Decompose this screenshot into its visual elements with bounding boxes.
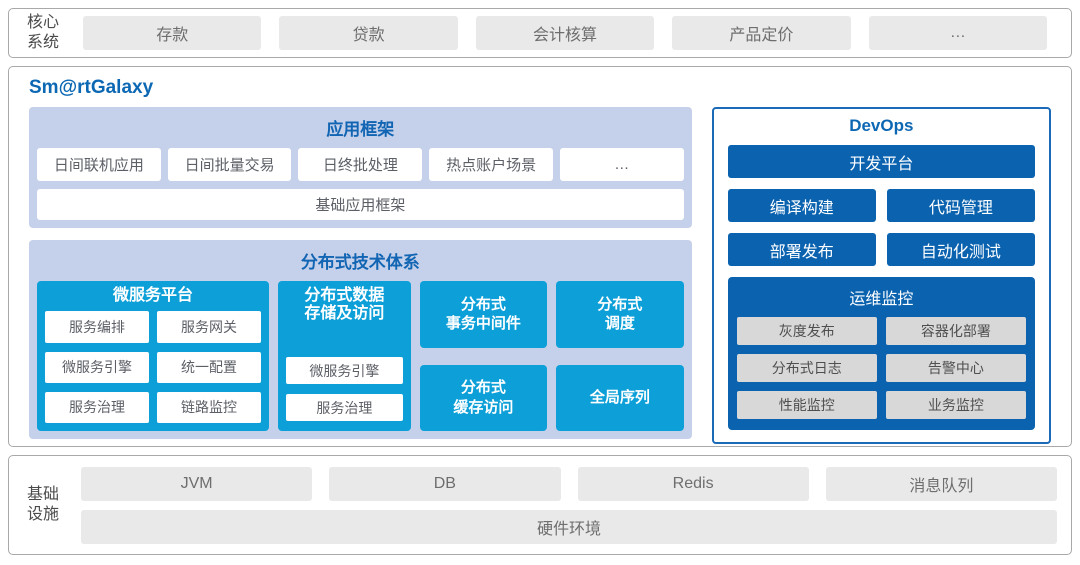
hardware-environment: 硬件环境 (81, 509, 1057, 544)
deploy-release: 部署发布 (727, 233, 876, 266)
platform-content: 应用框架 日间联机应用 日间批量交易 日终批处理 热点账户场景 … 基础应用框架… (19, 107, 1061, 444)
compile-build: 编译构建 (727, 189, 876, 222)
devops-row-2: 部署发布 自动化测试 (727, 233, 1036, 266)
devops-row-1: 编译构建 代码管理 (727, 189, 1036, 222)
ops-monitoring-title: 运维监控 (849, 291, 914, 308)
core-systems-bar: 核心 系统 存款 贷款 会计核算 产品定价 … (8, 8, 1072, 58)
infrastructure-bar: 基础 设施 JVM DB Redis 消息队列 硬件环境 (8, 455, 1072, 555)
service-orchestration: 服务编排 (45, 311, 150, 343)
infra-message-queue: 消息队列 (825, 466, 1057, 501)
storage-microservice-engine: 微服务引擎 (286, 357, 403, 384)
infra-db: DB (329, 466, 561, 501)
ops-monitoring-items: 灰度发布 容器化部署 分布式日志 告警中心 性能监控 业务监控 (736, 317, 1026, 419)
devops-panel: DevOps 开发平台 编译构建 代码管理 部署发布 自动化测试 运维监控 灰度… (711, 107, 1051, 444)
microservice-platform: 微服务平台 服务编排 服务网关 微服务引擎 统一配置 服务治理 链路监控 (37, 281, 270, 431)
distributed-tech-title: 分布式技术体系 (300, 253, 420, 272)
spacer (286, 340, 403, 347)
global-sequence: 全局序列 (556, 364, 684, 431)
core-system-deposits: 存款 (83, 16, 262, 50)
alert-center: 告警中心 (885, 354, 1026, 382)
trace-monitoring: 链路监控 (157, 391, 262, 423)
performance-monitoring: 性能监控 (736, 391, 877, 419)
devops-title: DevOps (849, 116, 914, 135)
containerized-deployment: 容器化部署 (885, 317, 1026, 345)
core-system-accounting: 会计核算 (475, 16, 655, 50)
app-framework-row: 日间联机应用 日间批量交易 日终批处理 热点账户场景 … (37, 148, 684, 181)
distributed-scheduling: 分布式 调度 (556, 281, 684, 348)
storage-service-governance: 服务治理 (286, 394, 403, 421)
base-app-framework: 基础应用框架 (37, 189, 684, 220)
service-governance: 服务治理 (45, 391, 150, 423)
app-daytime-online: 日间联机应用 (37, 148, 161, 181)
distributed-stack-2: 分布式 调度 全局序列 (556, 281, 684, 431)
service-gateway: 服务网关 (157, 311, 262, 343)
microservice-platform-title: 微服务平台 (113, 287, 194, 304)
automated-testing: 自动化测试 (886, 233, 1036, 266)
app-daytime-batch: 日间批量交易 (167, 148, 292, 181)
infrastructure-content: JVM DB Redis 消息队列 硬件环境 (81, 466, 1057, 544)
core-system-more: … (868, 16, 1048, 50)
distributed-logging: 分布式日志 (736, 354, 877, 382)
core-system-loans: 贷款 (279, 16, 458, 50)
code-management: 代码管理 (886, 189, 1036, 222)
dev-platform: 开发平台 (727, 145, 1035, 178)
distributed-transaction-middleware: 分布式 事务中间件 (419, 281, 548, 348)
infrastructure-row: JVM DB Redis 消息队列 (81, 466, 1057, 501)
business-monitoring: 业务监控 (885, 391, 1026, 419)
app-eod-batch: 日终批处理 (298, 148, 423, 181)
distributed-cache-access: 分布式 缓存访问 (419, 364, 548, 431)
infra-redis: Redis (577, 466, 809, 501)
gray-release: 灰度发布 (736, 317, 877, 345)
app-framework-panel: 应用框架 日间联机应用 日间批量交易 日终批处理 热点账户场景 … 基础应用框架 (29, 107, 692, 228)
app-hot-account: 热点账户场景 (429, 148, 553, 181)
smartgalaxy-platform: Sm@rtGalaxy 应用框架 日间联机应用 日间批量交易 日终批处理 热点账… (8, 66, 1072, 447)
ops-monitoring: 运维监控 灰度发布 容器化部署 分布式日志 告警中心 性能监控 业务监控 (727, 277, 1035, 430)
core-system-pricing: 产品定价 (672, 16, 851, 50)
distributed-data-storage: 分布式数据 存储及访问 微服务引擎 服务治理 (278, 281, 411, 431)
distributed-tech-panel: 分布式技术体系 微服务平台 服务编排 服务网关 微服务引擎 统一配置 服务治理 … (29, 240, 692, 439)
app-more: … (559, 148, 684, 181)
app-framework-title: 应用框架 (326, 120, 395, 139)
distributed-data-storage-title: 分布式数据 存储及访问 (304, 287, 385, 323)
infrastructure-label: 基础 设施 (26, 486, 59, 523)
platform-left-column: 应用框架 日间联机应用 日间批量交易 日终批处理 热点账户场景 … 基础应用框架… (29, 107, 692, 444)
core-systems-label: 核心 系统 (26, 14, 59, 51)
microservice-items: 服务编排 服务网关 微服务引擎 统一配置 服务治理 链路监控 (45, 311, 262, 423)
unified-config: 统一配置 (157, 351, 262, 383)
platform-brand: Sm@rtGalaxy (29, 77, 154, 98)
distributed-tech-grid: 微服务平台 服务编排 服务网关 微服务引擎 统一配置 服务治理 链路监控 分布式… (37, 281, 684, 431)
infra-jvm: JVM (81, 466, 313, 501)
microservice-engine: 微服务引擎 (45, 351, 150, 383)
distributed-stack-1: 分布式 事务中间件 分布式 缓存访问 (419, 281, 548, 431)
